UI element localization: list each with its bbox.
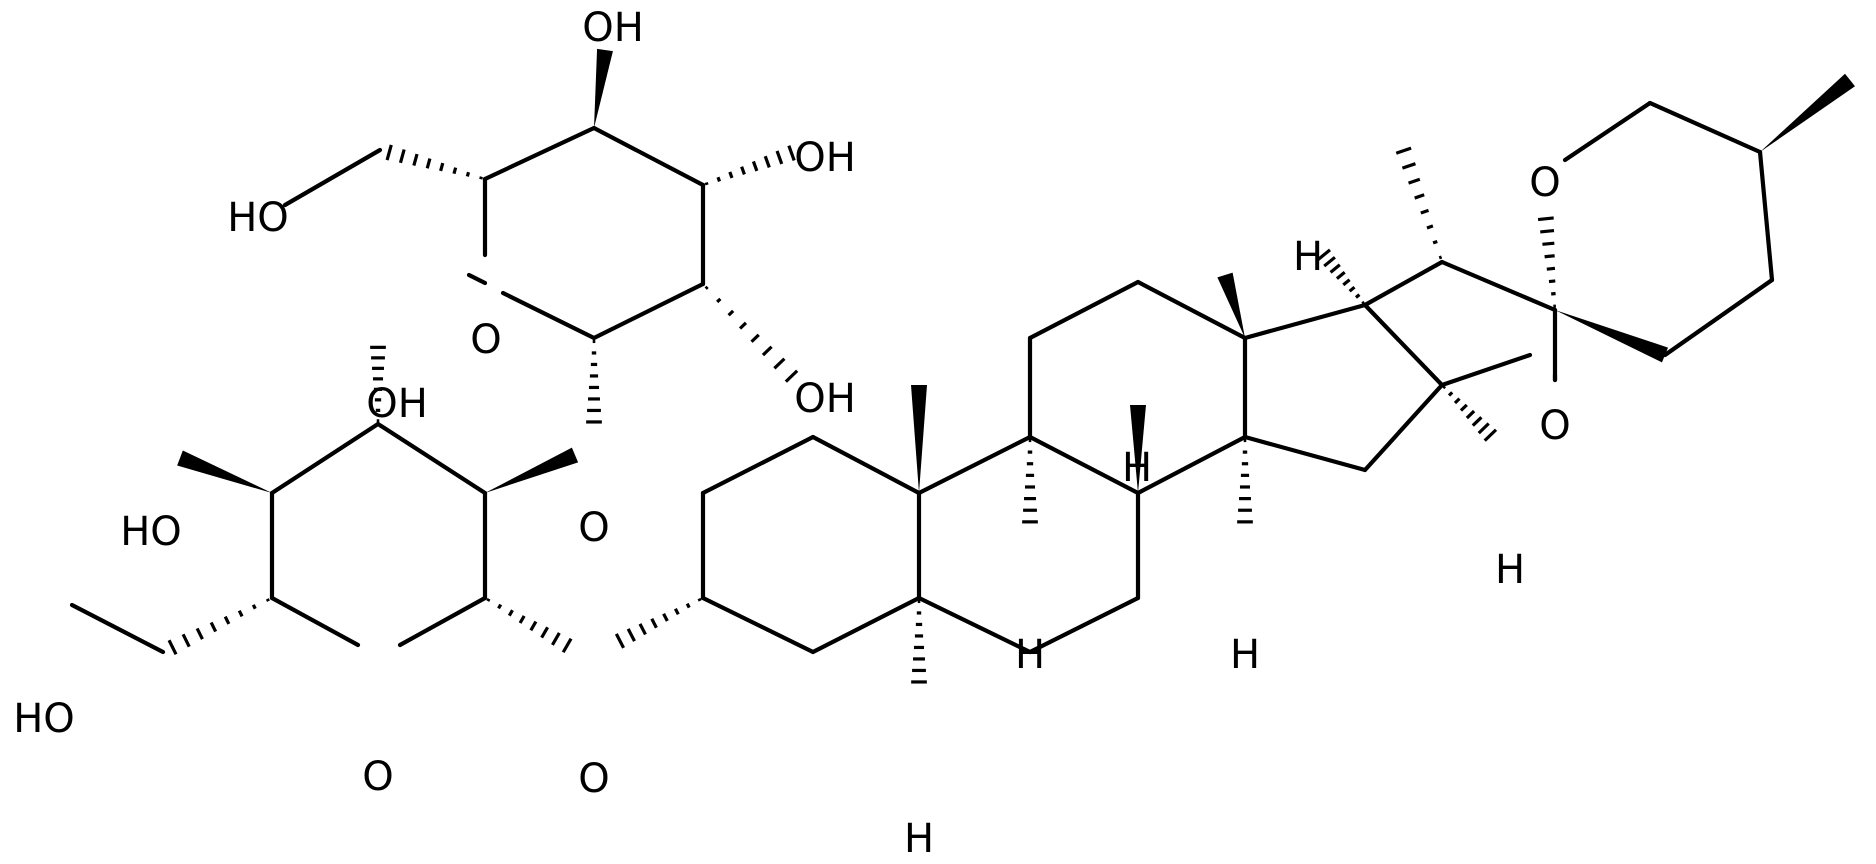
glc2-c4-oh-wedge xyxy=(594,48,613,128)
c25-methyl-wedge xyxy=(1760,73,1855,152)
glc2-o4-label: OH xyxy=(582,5,644,51)
glc2-c2-c1 xyxy=(591,281,706,341)
c25-c24 xyxy=(1757,149,1775,283)
glc2-c2-oh-hash xyxy=(704,285,799,383)
c24-c23 xyxy=(1662,277,1775,358)
c26-c25 xyxy=(1647,100,1763,155)
c9-h-hash xyxy=(1022,438,1038,524)
glc1-c1-o-hash xyxy=(486,598,573,654)
c16-c17 xyxy=(1362,302,1445,388)
c5-c6 xyxy=(916,595,1033,655)
c8-h-wedge xyxy=(1130,405,1146,493)
c5-h-hash xyxy=(911,599,927,684)
c16-furan-o xyxy=(1439,352,1533,388)
h17-label: H xyxy=(1293,234,1323,280)
c17-c13 xyxy=(1242,302,1368,341)
h16-label: H xyxy=(1495,547,1525,593)
glc2-ring-o-c5-stub xyxy=(466,272,488,286)
glc1-c6-oh xyxy=(69,602,166,655)
furan-o-label: O xyxy=(1539,403,1570,449)
c13-methyl-wedge xyxy=(1217,272,1245,338)
glc2-o2-label: OH xyxy=(794,376,856,422)
glc1-o4-label: OH xyxy=(366,381,428,427)
c3-o-hash xyxy=(614,597,702,649)
glc2-c5-c4 xyxy=(482,125,597,182)
glc1-c2-o-wedge xyxy=(485,447,579,493)
c20-c17 xyxy=(1362,259,1445,308)
c3-c4 xyxy=(700,595,816,655)
glc2-c4-c3 xyxy=(591,125,706,188)
c10-c1 xyxy=(810,434,922,496)
h14-label: H xyxy=(1230,632,1260,678)
glc1-c4-oh-wedge xyxy=(177,450,272,493)
c9-c10 xyxy=(916,434,1033,496)
aglycone-o-label: O xyxy=(578,756,609,802)
c4-c5 xyxy=(810,595,922,655)
c14-h-hash xyxy=(1237,438,1253,524)
pyran-o-c26 xyxy=(1562,100,1653,163)
c1-c2 xyxy=(700,434,816,496)
c16-h-hash xyxy=(1441,385,1498,442)
c22-c23-wedge xyxy=(1555,310,1669,363)
glc1-o6-label: HO xyxy=(13,696,75,742)
h9-label: H xyxy=(1015,632,1045,678)
glycosidic-o-label: O xyxy=(578,505,609,551)
bonds-layer xyxy=(69,48,1855,684)
glc1-c5-c6-hash xyxy=(167,598,270,656)
glc2-c3-oh-hash xyxy=(704,145,796,186)
glc1-o3-label: HO xyxy=(120,509,182,555)
c15-c16 xyxy=(1362,382,1445,473)
c22-pyran-o-hash xyxy=(1537,216,1557,308)
glc1-c3-oh-hash xyxy=(370,345,386,423)
glc1-ring-o-c5 xyxy=(269,595,361,648)
glc2-o3-label: OH xyxy=(794,135,856,181)
c12-c13 xyxy=(1135,279,1248,341)
glc1-c3-c2 xyxy=(375,421,488,496)
c10-methyl-wedge xyxy=(911,385,927,493)
glc1-ring-o-label: O xyxy=(362,754,393,800)
atom-labels-layer: OH OH OH HO O OH HO HO O O O O O H H H H… xyxy=(13,5,1571,862)
c6-c7 xyxy=(1027,595,1141,655)
c17-h-hash xyxy=(1316,248,1366,305)
h5-label: H xyxy=(904,816,934,862)
glc2-c1-ring-o xyxy=(500,290,597,341)
glc1-c1-ring-o xyxy=(397,595,488,648)
glc2-c6-oh xyxy=(282,147,383,208)
c20-methyl-hash xyxy=(1395,146,1443,260)
c8-c9 xyxy=(1027,434,1141,496)
glc2-c1-o-hash xyxy=(586,339,602,424)
c14-c8 xyxy=(1135,434,1248,496)
c11-c12 xyxy=(1027,279,1141,341)
h8-label: H xyxy=(1122,445,1152,491)
c14-c15 xyxy=(1242,434,1368,473)
pyran-o-label: O xyxy=(1529,160,1560,206)
glc2-ring-o-label: O xyxy=(470,317,501,363)
glc1-c4-c3 xyxy=(269,421,381,496)
c22-c20 xyxy=(1439,259,1558,313)
glc2-c5-c6-hash xyxy=(385,144,483,180)
glc2-o6-label: HO xyxy=(227,195,289,241)
